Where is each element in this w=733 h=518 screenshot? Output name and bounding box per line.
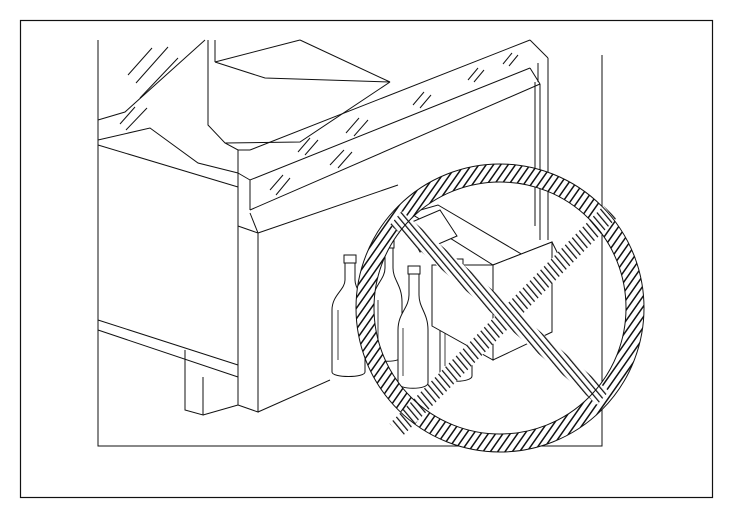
- counter-body: [97, 145, 399, 416]
- counter-upper-structure: [97, 39, 549, 240]
- bottle-3: [397, 265, 429, 389]
- outer-frame: [19, 19, 714, 499]
- prohibition-cross-line-2: [389, 205, 617, 437]
- figure-frame: [97, 40, 603, 447]
- prohibition-circle: [356, 164, 644, 452]
- prohibition-cross-line-1: [390, 211, 609, 405]
- prohibition-symbol: [355, 163, 645, 453]
- glass-reflection-marks: [119, 46, 519, 196]
